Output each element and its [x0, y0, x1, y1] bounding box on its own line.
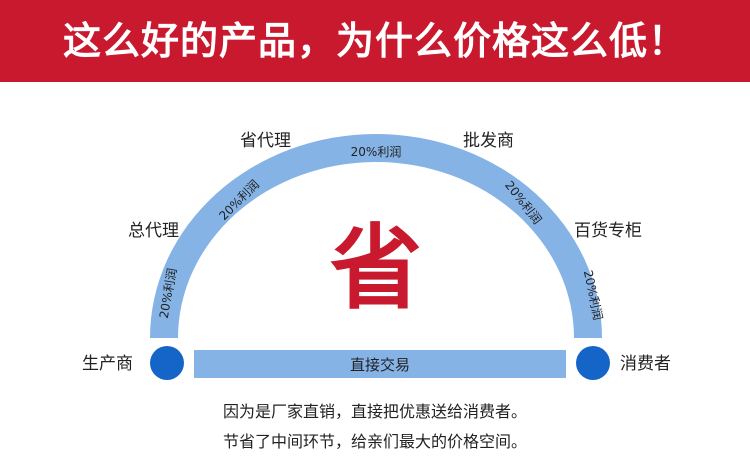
wholesaler-label: 批发商	[463, 131, 514, 151]
header-banner	[0, 0, 750, 82]
consumer-label: 消费者	[620, 354, 671, 374]
profit-arc	[150, 134, 602, 338]
department-store-label: 百货专柜	[574, 221, 642, 241]
direct-trade-label: 直接交易	[350, 356, 410, 374]
general-agent-label: 总代理	[128, 221, 179, 241]
consumer-node	[576, 346, 610, 380]
save-character: 省	[330, 215, 422, 322]
producer-node	[150, 346, 184, 380]
footer-line-2: 节省了中间环节，给亲们最大的价格空间。	[222, 432, 527, 451]
province-agent-label: 省代理	[240, 131, 291, 151]
direct-trade-bar	[194, 350, 566, 378]
producer-label: 生产商	[82, 354, 133, 374]
page-title: 这么好的产品，为什么价格这么低！	[62, 19, 687, 63]
footer-line-1: 因为是厂家直销，直接把优惠送给消费者。	[222, 402, 527, 421]
profit-label: 20%利润	[351, 145, 402, 159]
